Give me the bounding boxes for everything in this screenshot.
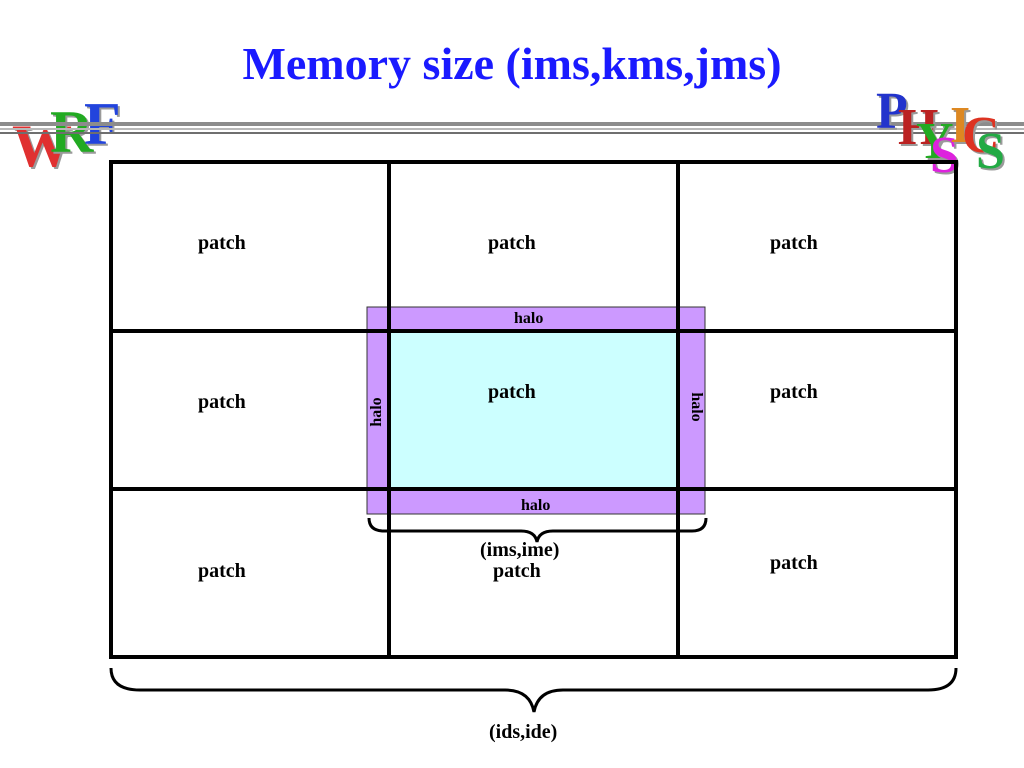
logo-letter-i: I xyxy=(950,97,970,154)
patch-label-r2c2: patch xyxy=(488,381,536,403)
domain-range-brace xyxy=(109,667,958,713)
header-rule-3 xyxy=(0,132,1024,134)
memory-range-label: (ims,ime) xyxy=(480,539,560,561)
patch-label-r2c1: patch xyxy=(198,391,246,413)
logo-letter-s2: S xyxy=(976,123,1005,180)
domain-range-label: (ids,ide) xyxy=(489,721,558,743)
halo-label-right: halo xyxy=(688,392,705,422)
patch-label-r3c3: patch xyxy=(770,552,818,574)
patch-label-r1c3: patch xyxy=(770,232,818,254)
header-rule-2 xyxy=(0,128,1024,130)
patch-label-r1c2: patch xyxy=(488,232,536,254)
logo-letter-c: C xyxy=(962,107,1000,164)
halo-label-left: halo xyxy=(368,397,385,427)
domain-border xyxy=(109,160,958,659)
halo-label-bottom: halo xyxy=(521,497,551,514)
header-rule xyxy=(0,122,1024,126)
patch-label-r3c1: patch xyxy=(198,560,246,582)
center-patch xyxy=(388,330,679,490)
logo-letter-p: P xyxy=(876,83,908,140)
slide-title: Memory size (ims,kms,jms) xyxy=(242,38,782,89)
logo-letter-h: H xyxy=(898,99,939,156)
patch-label-r3c2: patch xyxy=(493,560,541,582)
halo-label-top: halo xyxy=(514,310,544,327)
patch-label-r1c1: patch xyxy=(198,232,246,254)
patch-label-r2c3: patch xyxy=(770,381,818,403)
memory-range-brace xyxy=(367,517,708,543)
